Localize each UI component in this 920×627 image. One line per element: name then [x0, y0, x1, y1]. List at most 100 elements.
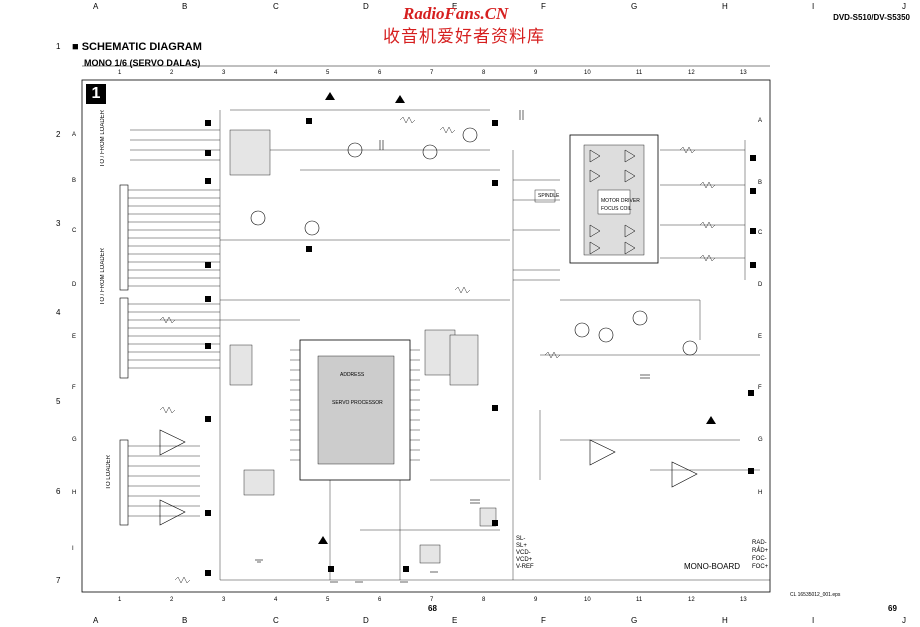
row-number: 5 [56, 397, 61, 406]
signal-label: RAD- [752, 540, 767, 546]
board-name: MONO-BOARD [684, 562, 740, 571]
grid-number: 12 [688, 597, 695, 603]
signal-label: SL- [516, 536, 526, 542]
col-letter: F [541, 2, 546, 11]
row-number: 2 [56, 130, 61, 139]
grid-number: 13 [740, 70, 747, 76]
watermark-site: RadioFans.CN [403, 4, 509, 23]
col-letter: E [452, 616, 458, 625]
col-letter: B [182, 616, 188, 625]
col-letter: D [363, 2, 369, 11]
grid-letter: I [758, 546, 760, 552]
watermark-cn: 收音机爱好者资料库 [383, 27, 545, 47]
col-letter: G [631, 616, 638, 625]
grid-number: 2 [170, 70, 174, 76]
col-letter: H [722, 616, 728, 625]
page-number-left: 68 [428, 604, 437, 613]
row-number: 7 [56, 576, 61, 585]
model-number: DVD-S510/DV-S5350 [833, 13, 910, 22]
grid-letter: F [758, 385, 762, 391]
grid-number: 2 [170, 597, 174, 603]
col-letter: F [541, 616, 546, 625]
col-letter: I [812, 616, 815, 625]
grid-letter: D [758, 282, 763, 288]
grid-letter: C [72, 228, 77, 234]
grid-number: 6 [378, 70, 382, 76]
grid-number: 3 [222, 597, 226, 603]
grid-letter: F [72, 385, 76, 391]
grid-letter: E [72, 334, 77, 340]
grid-number: 11 [636, 70, 643, 76]
signal-label: FOC- [752, 556, 767, 562]
grid-number: 6 [378, 597, 382, 603]
grid-number: 1 [118, 597, 122, 603]
grid-number: 10 [584, 597, 591, 603]
driver-ic-sub: FOCUS COIL [601, 206, 632, 212]
grid-number: 7 [430, 597, 434, 603]
grid-letter: G [72, 437, 77, 443]
grid-letter: E [758, 334, 763, 340]
row-number: 4 [56, 308, 61, 317]
grid-number: 5 [326, 70, 330, 76]
col-letter: E [452, 2, 458, 11]
signal-label: FOC+ [752, 564, 769, 570]
page-title: ■ SCHEMATIC DIAGRAM [72, 41, 202, 53]
signal-label: RAD+ [752, 548, 769, 554]
col-letter: A [93, 616, 99, 625]
row-number: 3 [56, 219, 61, 228]
grid-letter: C [758, 230, 763, 236]
signal-label: VCD- [516, 550, 531, 556]
grid-letter: A [758, 118, 763, 124]
grid-number: 3 [222, 70, 226, 76]
grid-number: 1 [118, 70, 122, 76]
file-reference: CL 16535012_001.eps [790, 592, 841, 598]
main-ic-label: SERVO PROCESSOR [332, 400, 383, 406]
col-letter: I [812, 2, 815, 11]
grid-letter: I [72, 546, 74, 552]
page-subtitle: MONO 1/6 (SERVO DALAS) [84, 58, 201, 68]
grid-number: 9 [534, 70, 538, 76]
spindle-label: SPINDLE [538, 193, 560, 199]
signal-label: SL+ [516, 543, 527, 549]
grid-number: 10 [584, 70, 591, 76]
grid-number: 8 [482, 597, 486, 603]
grid-number: 5 [326, 597, 330, 603]
block-number: 1 [86, 84, 106, 104]
grid-letter: D [72, 282, 77, 288]
grid-letter: B [72, 178, 77, 184]
row-number: 1 [56, 42, 61, 51]
col-letter: H [722, 2, 728, 11]
grid-number: 11 [636, 597, 643, 603]
grid-letter: B [758, 180, 763, 186]
grid-number: 4 [274, 597, 278, 603]
grid-number: 4 [274, 70, 278, 76]
signal-label: V-REF [516, 564, 534, 570]
connector-label-mid: TO / FROM LOADER [100, 248, 106, 306]
col-letter: A [93, 2, 99, 11]
grid-letter: H [72, 490, 77, 496]
col-letter: B [182, 2, 188, 11]
grid-number: 8 [482, 70, 486, 76]
row-number: 6 [56, 487, 61, 496]
driver-ic-label: MOTOR DRIVER [601, 198, 640, 204]
col-letter: C [273, 2, 279, 11]
connector-label-top: TO / FROM LOADER [100, 110, 106, 168]
grid-number: 7 [430, 70, 434, 76]
col-letter: D [363, 616, 369, 625]
grid-number: 12 [688, 70, 695, 76]
grid-number: 9 [534, 597, 538, 603]
grid-number: 13 [740, 597, 747, 603]
col-letter: C [273, 616, 279, 625]
grid-letter: A [72, 132, 77, 138]
col-letter: J [902, 616, 906, 625]
part-reference-list [780, 68, 910, 586]
grid-letter: H [758, 490, 763, 496]
col-letter: G [631, 2, 638, 11]
col-letter: J [902, 2, 906, 11]
signal-label: VCD+ [516, 557, 533, 563]
page-number-right: 69 [888, 604, 897, 613]
grid-letter: G [758, 437, 763, 443]
connector-label-bottom: TO LOADER [106, 455, 112, 490]
